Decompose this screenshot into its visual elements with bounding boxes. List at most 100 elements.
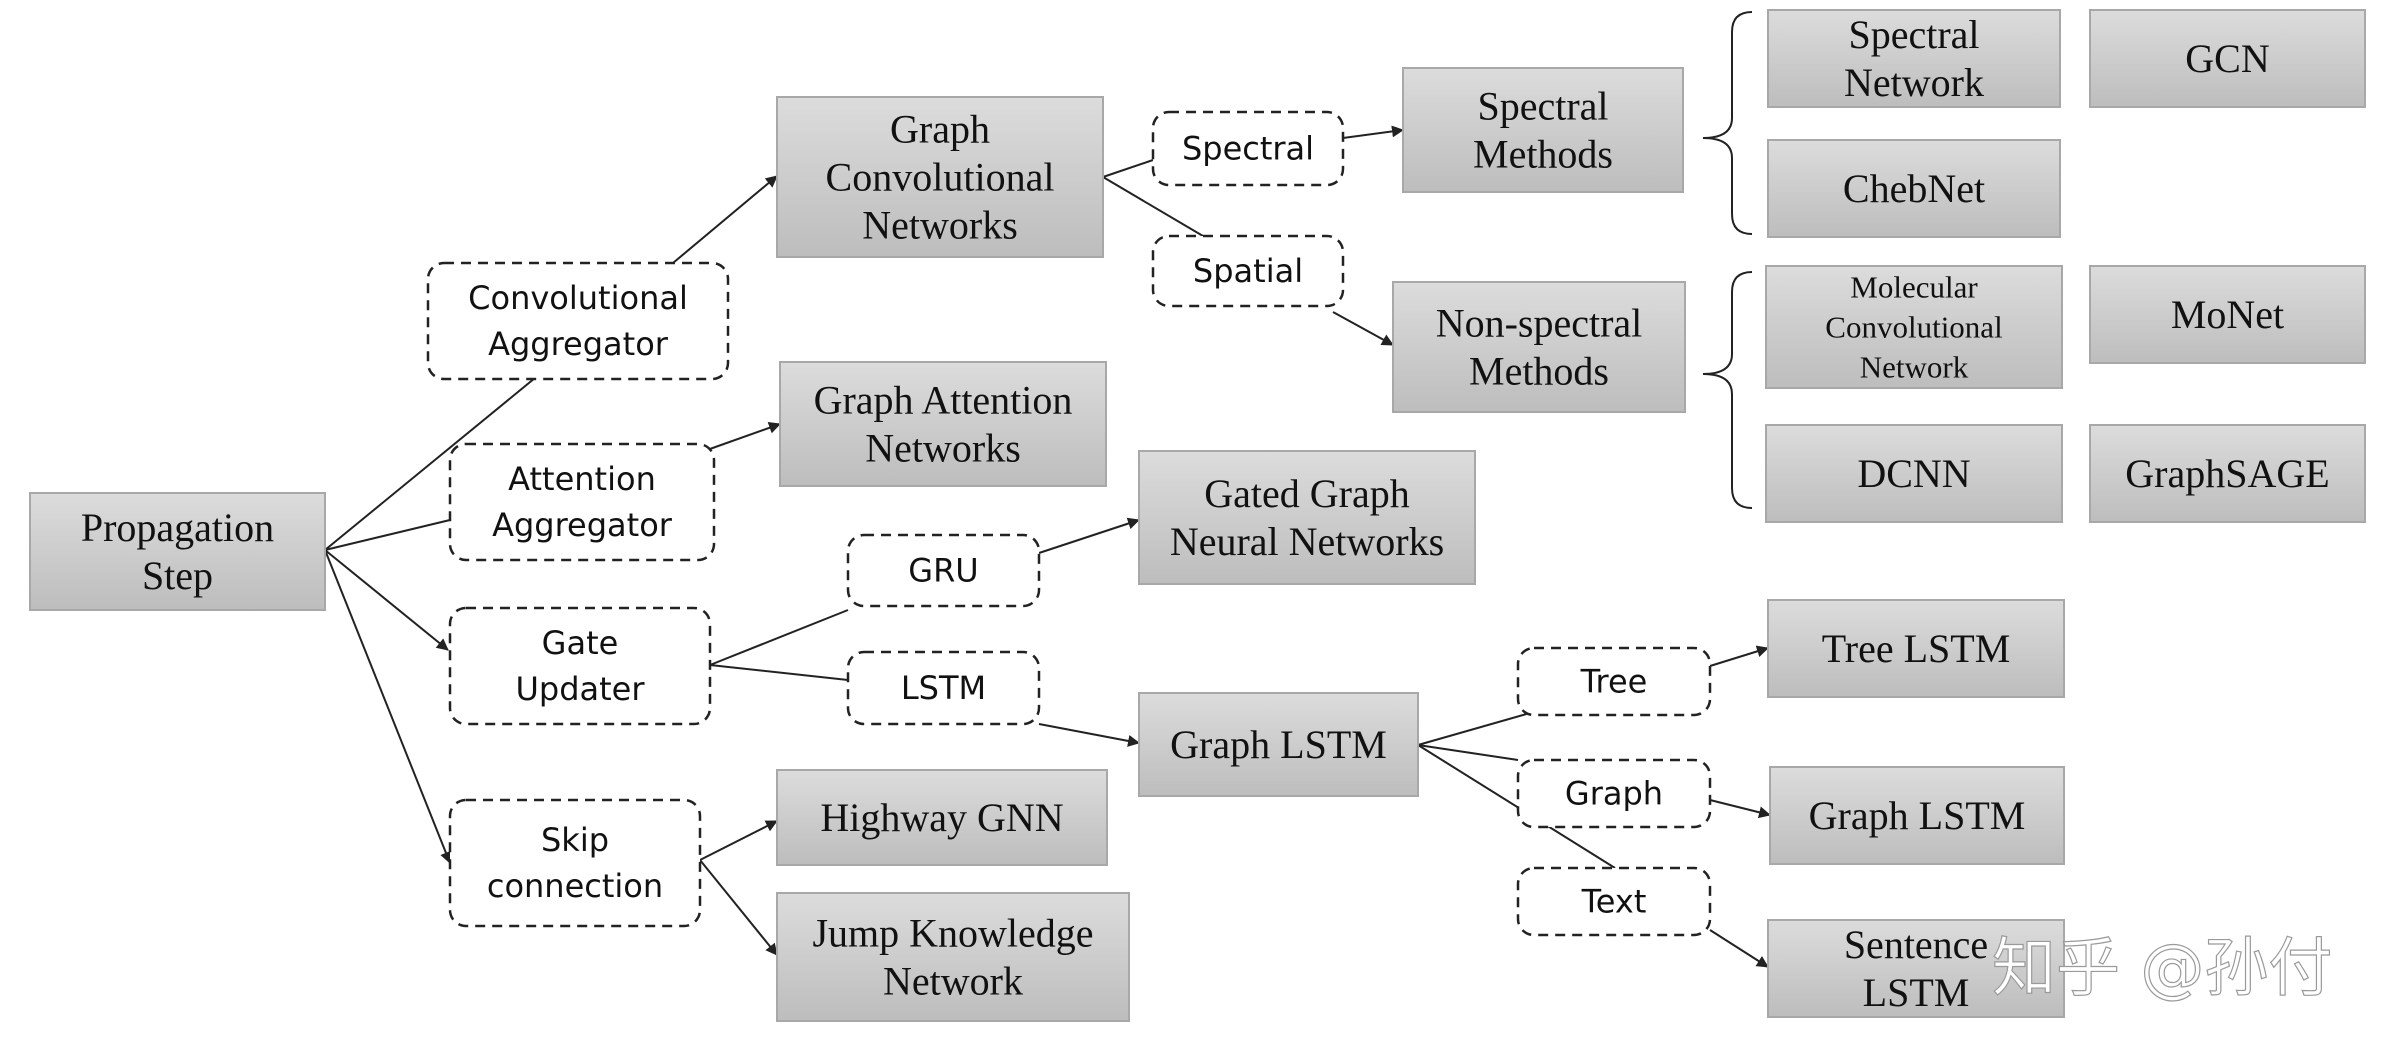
monet-box-label-line: MoNet xyxy=(2171,292,2284,337)
graph-label-label-line: Graph xyxy=(1565,775,1663,813)
tree-label-frame xyxy=(1516,646,1712,717)
spectral-label: Spectral xyxy=(1151,110,1345,187)
watermark: 知乎 @孙付 xyxy=(1992,932,2332,1006)
gate-updater-box-label-line: Gate xyxy=(542,624,619,662)
gcn-box: GCN xyxy=(2089,9,2366,108)
gcn-family-box-label-line: Convolutional xyxy=(826,155,1055,200)
monet-box-frame xyxy=(2089,265,2366,364)
edge-root-skip xyxy=(324,549,452,864)
gru-label-frame xyxy=(846,533,1041,608)
edge-conv-gcn xyxy=(672,175,778,264)
highway-gnn-box-frame xyxy=(776,769,1108,866)
spectral-network-box-label-line: Network xyxy=(1844,60,1984,105)
ggnn-box-label-line: Gated Graph xyxy=(1204,471,1409,516)
gate-updater-box-label-line: Updater xyxy=(515,670,645,708)
gcn-family-box-frame xyxy=(776,96,1104,258)
graph-lstm-box-frame xyxy=(1138,692,1419,797)
graph-lstm-box: Graph LSTM xyxy=(1138,692,1419,797)
edge-skip-highway xyxy=(699,820,778,861)
molecular-conv-network-box-label-line: Network xyxy=(1860,350,1969,385)
dcnn-box-frame xyxy=(1765,424,2063,523)
edge-tree-treelstm xyxy=(1709,645,1769,667)
convolutional-aggregator-box-frame xyxy=(426,261,730,381)
lstm-label-label-line: LSTM xyxy=(901,669,986,707)
lstm-label: LSTM xyxy=(846,650,1041,726)
edge-glstm-tree xyxy=(1417,712,1531,746)
edge-gate-lstm xyxy=(709,664,849,681)
gru-label: GRU xyxy=(846,533,1041,608)
text-label-frame xyxy=(1516,866,1712,937)
edge-gate-gru xyxy=(709,609,849,666)
gcn-box-frame xyxy=(2089,9,2366,108)
ggnn-box-frame xyxy=(1138,450,1476,585)
spectral-network-box-label-line: Spectral xyxy=(1848,12,1979,57)
non-spectral-methods-box-label-line: Methods xyxy=(1469,349,1609,394)
non-spectral-methods-box-label-line: Non-spectral xyxy=(1436,301,1643,346)
gat-box-label-line: Graph Attention xyxy=(814,378,1073,423)
brace-non-spectral xyxy=(1702,271,1753,509)
tree-label-label-line: Tree xyxy=(1580,663,1648,701)
tree-lstm-box: Tree LSTM xyxy=(1767,599,2065,698)
edge-lstm-graphlstm xyxy=(1038,723,1140,747)
brace-spectral xyxy=(1702,11,1753,235)
edge-glstm-graph xyxy=(1417,744,1519,761)
graph-lstm-box-label-line: Graph LSTM xyxy=(1170,722,1387,767)
spectral-network-box-frame xyxy=(1767,9,2061,108)
graph-lstm-leaf-box: Graph LSTM xyxy=(1769,766,2065,865)
convolutional-aggregator-box-label-line: Convolutional xyxy=(468,279,688,317)
skip-connection-box-label-line: Skip xyxy=(541,821,609,859)
spectral-methods-box-label-line: Methods xyxy=(1473,132,1613,177)
spatial-label: Spatial xyxy=(1151,234,1345,308)
spectral-label-frame xyxy=(1151,110,1345,187)
skip-connection-box-frame xyxy=(448,798,702,928)
spectral-label-label-line: Spectral xyxy=(1182,130,1314,168)
highway-gnn-box: Highway GNN xyxy=(776,769,1108,866)
tree-lstm-box-label-line: Tree LSTM xyxy=(1822,626,2011,671)
dcnn-box: DCNN xyxy=(1765,424,2063,523)
edge-root-conv xyxy=(324,377,536,551)
edge-attn-gat xyxy=(706,422,781,451)
spatial-label-frame xyxy=(1151,234,1345,308)
graphsage-box-frame xyxy=(2089,424,2366,523)
gate-updater-box-frame xyxy=(448,606,712,726)
attention-aggregator-box-label-line: Aggregator xyxy=(492,506,673,544)
propagation-step-box-label-line: Step xyxy=(142,553,213,598)
graph-label-frame xyxy=(1516,758,1712,829)
chebnet-box-label-line: ChebNet xyxy=(1843,166,1985,211)
connectors xyxy=(324,125,1771,968)
spectral-methods-box-label-line: Spectral xyxy=(1477,84,1608,129)
jump-knowledge-box-label-line: Jump Knowledge xyxy=(812,911,1093,956)
tree-label: Tree xyxy=(1516,646,1712,717)
molecular-conv-network-box-frame xyxy=(1765,265,2063,389)
graph-lstm-leaf-box-label-line: Graph LSTM xyxy=(1809,793,2026,838)
model-boxes: PropagationStepGraphConvolutionalNetwork… xyxy=(29,9,2366,1022)
propagation-step-box-frame xyxy=(29,492,326,611)
edge-graph-graphlstm xyxy=(1709,799,1771,819)
attention-aggregator-box-frame xyxy=(448,442,716,562)
edge-skip-jump xyxy=(699,859,778,956)
graph-label: Graph xyxy=(1516,758,1712,829)
lstm-label-frame xyxy=(846,650,1041,726)
edge-glstm-text xyxy=(1417,744,1616,869)
mechanism-boxes: ConvolutionalAggregatorAttentionAggregat… xyxy=(426,110,1712,937)
edge-spatial-methods xyxy=(1332,311,1394,346)
molecular-conv-network-box-label-line: Molecular xyxy=(1850,270,1978,305)
attention-aggregator-box-label-line: Attention xyxy=(508,460,656,498)
gru-label-label-line: GRU xyxy=(908,552,978,590)
gcn-family-box-label-line: Graph xyxy=(890,107,990,152)
gat-box-label-line: Networks xyxy=(865,426,1021,471)
sentence-lstm-box-label-line: LSTM xyxy=(1863,970,1970,1015)
convolutional-aggregator-box-label-line: Aggregator xyxy=(488,325,669,363)
molecular-conv-network-box-label-line: Convolutional xyxy=(1825,310,2002,345)
monet-box: MoNet xyxy=(2089,265,2366,364)
